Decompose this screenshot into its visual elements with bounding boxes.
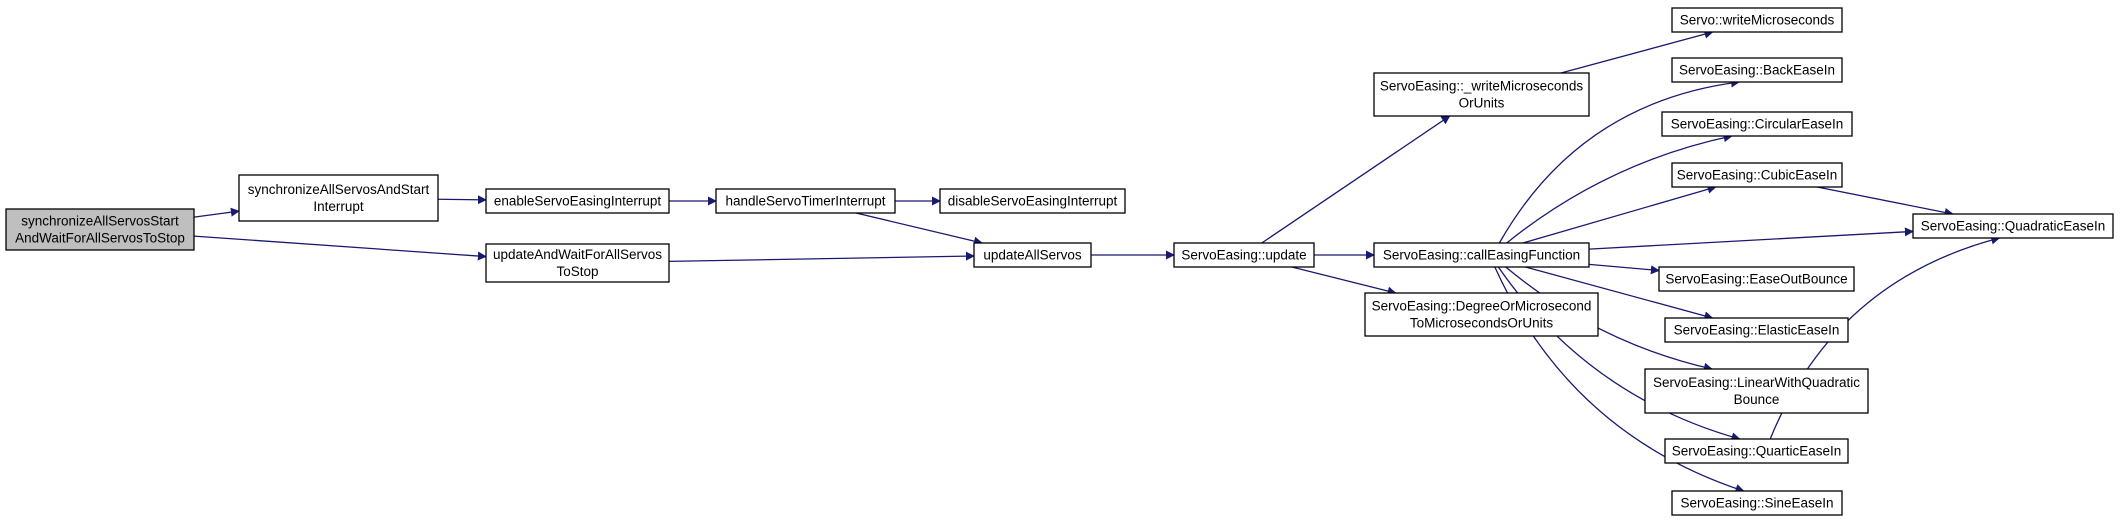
node-box bbox=[1664, 438, 1849, 464]
node-label: ServoEasing::ElasticEaseIn bbox=[1674, 322, 1840, 337]
node-label: AndWaitForAllServosToStop bbox=[15, 230, 185, 245]
node-box bbox=[939, 188, 1126, 214]
node-box bbox=[1664, 317, 1849, 343]
node-box bbox=[1373, 72, 1590, 117]
function-node-handleInt[interactable]: handleServoTimerInterrupt bbox=[715, 188, 896, 214]
node-box bbox=[1661, 111, 1853, 137]
node-label: OrUnits bbox=[1459, 95, 1505, 110]
call-edge-updateWait-to-updateAll bbox=[668, 251, 975, 263]
node-box bbox=[1671, 57, 1843, 83]
call-edge-callEasing-to-cubic bbox=[1522, 184, 1717, 244]
call-edge-writeUs-to-servoWrite bbox=[1560, 29, 1714, 74]
node-label: synchronizeAllServosAndStart bbox=[248, 182, 430, 197]
node-label: ServoEasing::_writeMicroseconds bbox=[1380, 78, 1584, 93]
node-label: enableServoEasingInterrupt bbox=[494, 193, 662, 208]
node-label: updateAllServos bbox=[983, 247, 1082, 262]
node-label: disableServoEasingInterrupt bbox=[948, 193, 1118, 208]
function-node-back[interactable]: ServoEasing::BackEaseIn bbox=[1671, 57, 1843, 83]
node-box bbox=[1912, 213, 2114, 239]
node-label: Servo::writeMicroseconds bbox=[1680, 12, 1835, 27]
function-node-bounce[interactable]: ServoEasing::EaseOutBounce bbox=[1658, 266, 1855, 292]
node-box bbox=[238, 174, 439, 222]
function-node-sine[interactable]: ServoEasing::SineEaseIn bbox=[1671, 490, 1843, 516]
node-label: ServoEasing::CubicEaseIn bbox=[1677, 167, 1838, 182]
node-box bbox=[1658, 266, 1855, 292]
call-edge-root-to-updateWait bbox=[193, 235, 487, 261]
call-edge-callEasing-to-elastic bbox=[1525, 266, 1714, 321]
call-edge-root-to-syncStart bbox=[193, 207, 240, 218]
call-edge-callEasing-to-bounce bbox=[1588, 263, 1660, 275]
node-box bbox=[973, 242, 1092, 268]
node-label: ServoEasing::CircularEaseIn bbox=[1671, 116, 1844, 131]
node-label: updateAndWaitForAllServos bbox=[493, 247, 662, 262]
call-edge-seUpdate-to-degreeUs bbox=[1291, 266, 1397, 296]
node-label: ServoEasing::callEasingFunction bbox=[1383, 247, 1580, 262]
node-label: ServoEasing::QuarticEaseIn bbox=[1672, 443, 1842, 458]
call-edge-callEasing-to-linear bbox=[1505, 266, 1713, 372]
node-label: ServoEasing::SineEaseIn bbox=[1680, 495, 1833, 510]
function-node-callEasing[interactable]: ServoEasing::callEasingFunction bbox=[1373, 242, 1590, 268]
node-box bbox=[485, 243, 670, 283]
node-label: ServoEasing::DegreeOrMicrosecond bbox=[1372, 298, 1592, 313]
call-edge-callEasing-to-circ bbox=[1506, 133, 1733, 244]
function-node-root[interactable]: synchronizeAllServosStartAndWaitForAllSe… bbox=[5, 208, 195, 251]
node-box bbox=[5, 208, 195, 251]
node-label: synchronizeAllServosStart bbox=[21, 213, 179, 228]
node-label: handleServoTimerInterrupt bbox=[725, 193, 885, 208]
call-edge-handleInt-to-updateAll bbox=[855, 212, 983, 246]
node-label: Interrupt bbox=[313, 199, 364, 214]
function-node-quad[interactable]: ServoEasing::QuadraticEaseIn bbox=[1912, 213, 2114, 239]
node-label: ToStop bbox=[556, 264, 598, 279]
function-node-elastic[interactable]: ServoEasing::ElasticEaseIn bbox=[1664, 317, 1849, 343]
function-node-enableInt[interactable]: enableServoEasingInterrupt bbox=[485, 188, 670, 214]
call-edge-seUpdate-to-writeUs bbox=[1261, 115, 1451, 244]
node-label: ServoEasing::EaseOutBounce bbox=[1665, 271, 1847, 286]
node-label: ServoEasing::QuadraticEaseIn bbox=[1921, 218, 2106, 233]
function-node-circ[interactable]: ServoEasing::CircularEaseIn bbox=[1661, 111, 1853, 137]
node-box bbox=[715, 188, 896, 214]
function-node-servoWrite[interactable]: Servo::writeMicroseconds bbox=[1671, 7, 1843, 33]
function-node-cubic[interactable]: ServoEasing::CubicEaseIn bbox=[1671, 162, 1843, 188]
nodes-layer: synchronizeAllServosStartAndWaitForAllSe… bbox=[5, 7, 2114, 516]
edges-layer bbox=[193, 29, 2001, 493]
node-label: ServoEasing::BackEaseIn bbox=[1679, 62, 1835, 77]
node-box bbox=[1173, 242, 1315, 268]
node-box bbox=[1671, 162, 1843, 188]
call-edge-callEasing-to-back bbox=[1498, 78, 1741, 244]
function-node-degreeUs[interactable]: ServoEasing::DegreeOrMicrosecondToMicros… bbox=[1364, 292, 1599, 337]
function-node-seUpdate[interactable]: ServoEasing::update bbox=[1173, 242, 1315, 268]
node-label: Bounce bbox=[1734, 392, 1780, 407]
node-label: ServoEasing::LinearWithQuadratic bbox=[1653, 375, 1860, 390]
function-node-updateAll[interactable]: updateAllServos bbox=[973, 242, 1092, 268]
node-box bbox=[1364, 292, 1599, 337]
node-box bbox=[1373, 242, 1590, 268]
node-label: ServoEasing::update bbox=[1181, 247, 1306, 262]
call-edge-cubic-to-quad bbox=[1817, 186, 1954, 217]
function-node-quartic[interactable]: ServoEasing::QuarticEaseIn bbox=[1664, 438, 1849, 464]
call-edge-syncStart-to-enableInt bbox=[437, 195, 487, 205]
node-label: ToMicrosecondsOrUnits bbox=[1410, 315, 1554, 330]
function-node-disableInt[interactable]: disableServoEasingInterrupt bbox=[939, 188, 1126, 214]
call-edge-callEasing-to-quad bbox=[1588, 227, 1914, 250]
node-box bbox=[1671, 490, 1843, 516]
node-box bbox=[485, 188, 670, 214]
node-box bbox=[1671, 7, 1843, 33]
node-box bbox=[1644, 368, 1869, 414]
